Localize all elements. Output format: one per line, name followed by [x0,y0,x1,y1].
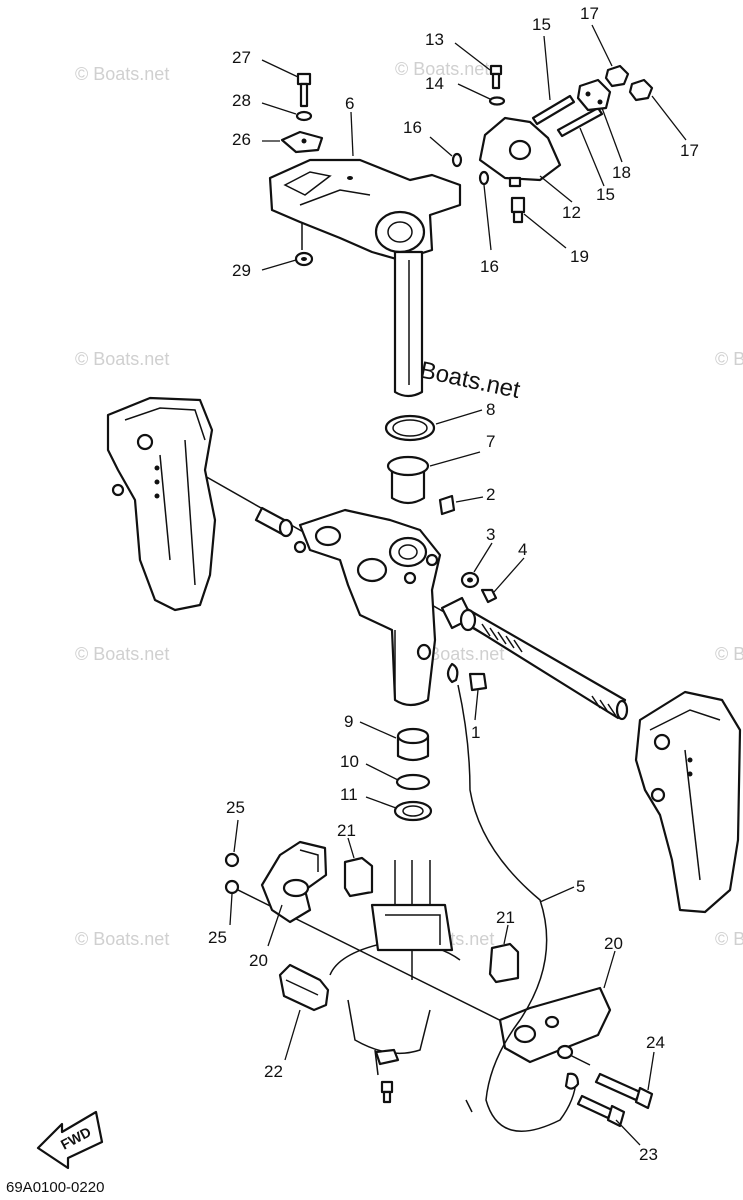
nut-25-upper [224,852,240,868]
callout-label: 27 [232,48,251,67]
watermark: © Boats.net [75,644,169,664]
bolt-23 [576,1094,626,1128]
callout-label: 3 [486,525,495,544]
bolt-4 [480,588,498,604]
nut-17-lower [628,78,654,102]
callout-label: 1 [471,723,480,742]
washer-28 [295,110,313,122]
swivel-bracket [293,508,442,707]
callout-label: 2 [486,485,495,504]
nut-25-lower [224,879,240,895]
callout-label: 7 [486,432,495,451]
watermark: © Boats.net [75,64,169,84]
callout-label: 18 [612,163,631,182]
o-ring-10 [395,773,431,791]
callout-label: 21 [496,908,515,927]
callout-label: 20 [249,951,268,970]
callout-label: 26 [232,130,251,149]
bolt-27 [296,72,312,108]
callout-label: 29 [232,261,251,280]
callout-label: 20 [604,934,623,953]
diagram-code: 69A0100-0220 [6,1179,104,1196]
bushing-tube-front [440,596,477,632]
callout-label: 25 [226,798,245,817]
washer-16-upper [451,152,463,168]
mount-rubber-22 [278,963,330,1012]
grease-nipple-19 [510,196,526,224]
callout-label: 16 [403,118,422,137]
watermark: © Boats.net [715,349,743,369]
nut-17-upper [604,64,630,88]
callout-label: 9 [344,712,353,731]
callout-label: 25 [208,928,227,947]
callout-label: 24 [646,1033,665,1052]
callout-label: 14 [425,74,444,93]
callout-label: 12 [562,203,581,222]
callout-label: 5 [576,877,585,896]
watermark: © Boats.net [75,929,169,949]
washer-14 [488,96,506,106]
watermark: © Boats.net [715,644,743,664]
nut-3 [460,571,480,589]
callout-label: 16 [480,257,499,276]
bolt-13 [489,64,503,90]
steering-bracket-6 [268,158,462,398]
terminal-lead [416,643,459,684]
seal-11 [393,800,433,822]
bolt-24 [594,1072,654,1110]
bracket-12 [478,116,562,188]
callout-label: 17 [680,141,699,160]
mount-bracket-20-right [498,986,612,1064]
callout-label: 11 [340,785,358,804]
watermark: © Boats.net [715,929,743,949]
stud-15-lower [556,106,604,138]
plate-18 [576,78,612,112]
bolt-1 [468,672,488,692]
ground-cable-5 [457,684,580,1132]
watermark: © Boats.net [75,349,169,369]
mount-bracket-20-left [260,840,328,924]
clip-2 [438,494,456,516]
stud-15-upper [531,94,576,126]
callout-label: 22 [264,1062,283,1081]
callout-label: 6 [345,94,354,113]
bushing-9 [396,727,430,762]
callout-label: 23 [639,1145,658,1164]
lower-fastener [374,1048,400,1104]
callout-label: 21 [337,821,356,840]
watermark: © Boats.net [395,59,489,79]
fwd-arrow-icon: FWD [36,1110,104,1170]
callout-label: 28 [232,91,251,110]
bushing-7 [386,455,430,505]
callout-label: 13 [425,30,444,49]
tube-bushing [254,506,294,538]
clamp-bracket-right [634,690,742,914]
washer-16-lower [478,170,490,186]
callout-label: 15 [532,15,551,34]
callout-label: 4 [518,540,527,559]
leader-lines [229,24,687,1146]
callout-label: 15 [596,185,615,204]
mount-block [370,903,454,952]
plate-26 [280,130,324,154]
seal-8 [384,414,436,442]
nut-29 [294,251,314,267]
callouts: 27 28 26 6 29 13 14 16 16 15 15 17 17 18… [208,4,699,1164]
callout-label: 10 [340,752,359,771]
callout-label: 19 [570,247,589,266]
damper-21-left [343,856,374,898]
callout-label: 8 [486,400,495,419]
clamp-bracket-left [106,396,217,612]
damper-21-right [488,942,520,984]
callout-label: 17 [580,4,599,23]
